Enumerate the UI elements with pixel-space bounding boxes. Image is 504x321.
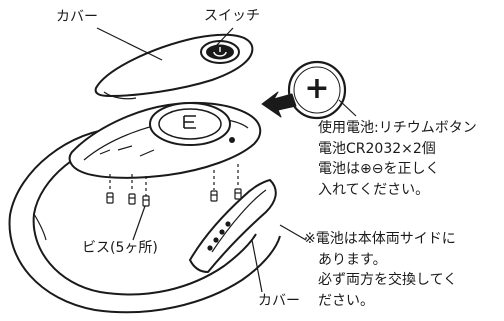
replace-both-note: ※電池は本体両サイドに あります。 必ず両方を交換してく ださい。 — [304, 229, 457, 311]
side-cover — [189, 179, 277, 273]
cover-bottom-label: カバー — [258, 293, 300, 309]
screws-label: ビス(5ヶ所) — [82, 240, 158, 256]
battery-plus-symbol: + — [304, 71, 329, 106]
screw-5 — [234, 188, 242, 200]
top-cover — [94, 33, 254, 100]
insert-arrow — [261, 91, 297, 118]
switch-button — [200, 40, 240, 64]
device-body — [68, 101, 262, 179]
screw-4 — [210, 190, 218, 202]
battery-spec-line: 使用電池:リチウムボタン — [318, 120, 477, 136]
battery-spec-note: 使用電池:リチウムボタン 電池CR2032×2個 電池は⊕⊖を正しく 入れてくだ… — [318, 118, 477, 200]
battery-spec-line: 電池は⊕⊖を正しく — [318, 161, 440, 177]
battery-coin — [287, 60, 347, 120]
replace-note-line: あります。 — [318, 251, 387, 268]
replace-note-line: ださい。 — [318, 292, 374, 309]
replace-note-line: ※電池は本体両サイドに — [304, 231, 456, 247]
screws — [106, 164, 242, 207]
screw-3 — [142, 195, 150, 207]
screw-2 — [128, 193, 136, 205]
battery-holder-mark — [183, 115, 196, 129]
screw-1 — [106, 192, 114, 204]
switch-label: スイッチ — [204, 8, 260, 24]
battery-spec-line: 電池CR2032×2個 — [318, 140, 436, 157]
cover-top-label: カバー — [56, 9, 98, 25]
leader-lines — [96, 27, 357, 293]
side-cover-ridges — [207, 221, 231, 251]
replace-note-line: 必ず両方を交換してく — [318, 272, 458, 288]
battery-spec-line: 入れてください。 — [318, 181, 430, 198]
